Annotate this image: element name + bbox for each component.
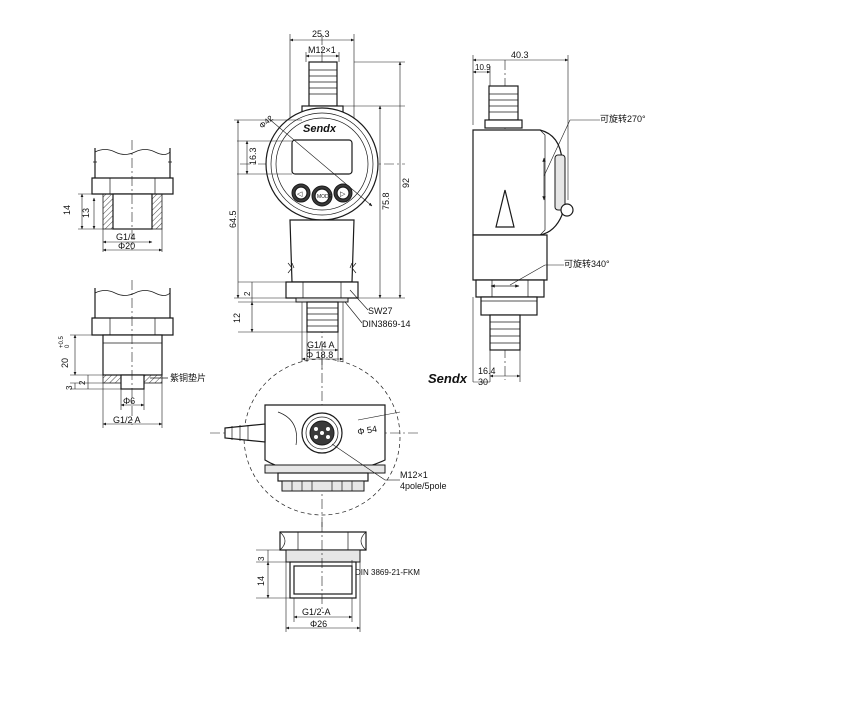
dim-92: 92 bbox=[401, 178, 411, 188]
dim-16-3: 16.3 bbox=[248, 147, 258, 165]
left-button-icon: ◁ bbox=[297, 191, 303, 198]
dim-16-4: 16.4 bbox=[478, 366, 496, 376]
mode-button-label: MODE bbox=[317, 194, 333, 200]
dim-2-b: 2 bbox=[243, 291, 252, 296]
front-view bbox=[234, 34, 405, 370]
side-view bbox=[472, 55, 600, 383]
dim-3-a: 3 bbox=[65, 385, 74, 390]
tol-sub: 0 bbox=[65, 344, 71, 348]
dim-14-left: 14 bbox=[62, 205, 72, 215]
dim-25-3: 25.3 bbox=[312, 29, 330, 39]
dim-12: 12 bbox=[232, 313, 242, 323]
dim-10-9: 10.9 bbox=[475, 63, 491, 72]
fitting-g14-view bbox=[78, 140, 174, 252]
thread-g14a-label: G1/4 A bbox=[307, 340, 335, 350]
dim-30: 30 bbox=[478, 377, 488, 387]
right-button-icon: ▷ bbox=[340, 191, 346, 198]
thread-g14-label: G1/4 bbox=[116, 232, 136, 242]
dim-20-tol: 20 bbox=[60, 358, 70, 368]
rotate-340-label: 可旋转340° bbox=[564, 258, 610, 269]
pole-label: 4pole/5pole bbox=[400, 481, 447, 491]
dim-14-bottom: 14 bbox=[256, 576, 266, 586]
tol-sup: +0.5 bbox=[59, 335, 65, 348]
dia-18-8-label: Φ 18.8 bbox=[306, 350, 333, 360]
rotate-270-label: 可旋转270° bbox=[600, 113, 646, 124]
sw27-label: SW27 bbox=[368, 306, 393, 316]
dim-40-3: 40.3 bbox=[511, 50, 529, 60]
m12x1-top: M12×1 bbox=[308, 45, 336, 55]
din3869-21-label: DIN 3869-21-FKM bbox=[355, 568, 420, 577]
din3869-14-label: DIN3869-14 bbox=[362, 319, 411, 329]
dia-54: Φ 54 bbox=[357, 424, 378, 437]
side-brand-logo: Sendx bbox=[428, 371, 468, 386]
dia-42: Φ42 bbox=[258, 113, 276, 130]
top-view bbox=[210, 355, 420, 530]
thread-g12a-bottom-label: G1/2-A bbox=[302, 607, 331, 617]
dia-20-label: Φ20 bbox=[118, 241, 135, 251]
m12x1-pole-label: M12×1 bbox=[400, 470, 428, 480]
fitting-g12-bottom-view bbox=[256, 522, 367, 632]
dim-2-a: 2 bbox=[78, 380, 87, 385]
dia-6-label: Φ6 bbox=[123, 396, 135, 406]
thread-g12a-label: G1/2 A bbox=[113, 415, 141, 425]
dim-3-b: 3 bbox=[257, 556, 266, 561]
front-brand-logo: Sendx bbox=[303, 123, 337, 135]
copper-gasket-label: 紫铜垫片 bbox=[170, 372, 206, 383]
fitting-g12-view bbox=[70, 280, 174, 428]
dim-13-left: 13 bbox=[81, 208, 91, 218]
dia-26-label: Φ26 bbox=[310, 619, 327, 629]
dim-75-8: 75.8 bbox=[381, 192, 391, 210]
dim-64-5: 64.5 bbox=[228, 210, 238, 228]
